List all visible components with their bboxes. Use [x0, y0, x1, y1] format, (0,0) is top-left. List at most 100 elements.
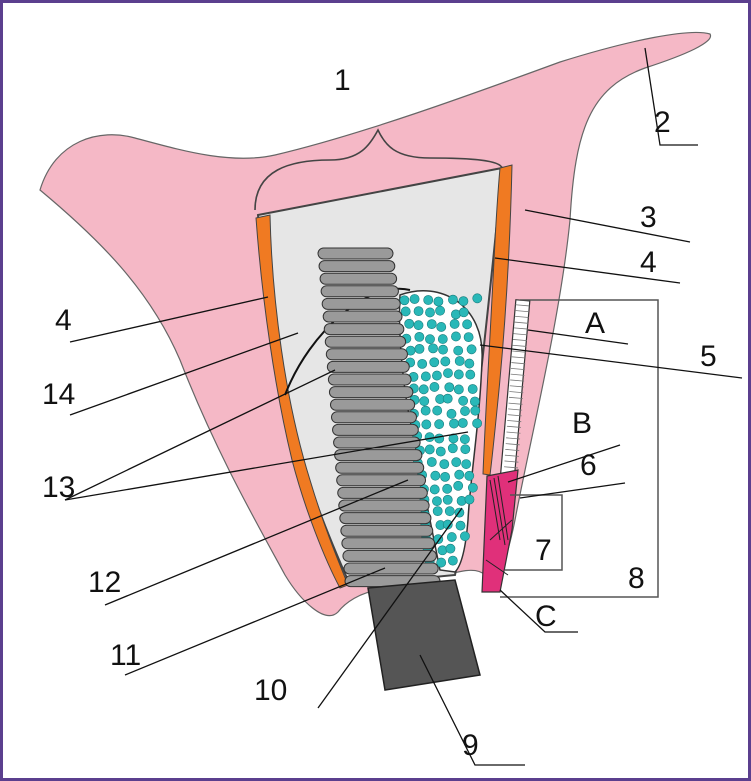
graft-particle: [460, 531, 470, 542]
label-14: 14: [42, 378, 75, 411]
pin-stripe: [508, 396, 523, 399]
label-A: A: [585, 307, 605, 340]
graft-particle: [457, 418, 468, 428]
pin-stripe: [509, 391, 524, 394]
implant-thread: [334, 449, 423, 462]
graft-particle: [445, 543, 456, 554]
pin-stripe: [514, 321, 529, 324]
graft-particle: [463, 332, 474, 343]
graft-particle: [458, 395, 469, 406]
graft-particle: [444, 506, 455, 517]
label-10: 10: [254, 674, 287, 707]
graft-particle: [458, 296, 469, 307]
implant-thread: [320, 285, 399, 298]
pin-stripe: [507, 420, 522, 423]
graft-particle: [453, 480, 464, 491]
graft-particle: [438, 344, 448, 355]
graft-particle: [404, 318, 415, 329]
label-4-left: 4: [55, 304, 72, 337]
graft-particle: [458, 307, 469, 318]
graft-particle: [432, 496, 442, 507]
graft-particle: [455, 520, 466, 531]
graft-particle: [454, 469, 465, 480]
graft-particle: [448, 294, 458, 305]
graft-particle: [466, 344, 477, 355]
pin-stripe: [514, 310, 530, 313]
leader-lines: [64, 47, 743, 766]
label-4-right: 4: [640, 246, 657, 279]
implant-thread: [325, 348, 408, 361]
implant-thread: [326, 360, 410, 373]
graft-particle: [444, 382, 455, 393]
implant-thread: [329, 398, 416, 411]
graft-particle: [400, 306, 411, 317]
graft-particle: [429, 382, 440, 392]
graft-particle: [430, 470, 441, 481]
graft-particle: [432, 405, 443, 416]
graft-particle: [449, 418, 459, 429]
pin-stripe: [511, 362, 526, 365]
label-13: 13: [42, 471, 75, 504]
implant-thread: [338, 499, 430, 512]
graft-particle: [426, 457, 437, 467]
implant-thread: [318, 260, 396, 273]
graft-particle: [470, 405, 481, 416]
graft-particle: [424, 432, 435, 443]
implant-thread: [324, 335, 407, 348]
label-1: 1: [334, 64, 351, 97]
pin-stripe: [513, 333, 528, 336]
implant-thread: [335, 461, 425, 474]
label-11: 11: [110, 639, 141, 672]
implant-thread: [332, 423, 419, 436]
graft-particle: [442, 393, 453, 404]
implant-thread: [322, 310, 403, 323]
graft-particle: [440, 471, 450, 482]
graft-particle: [461, 459, 472, 469]
label-B: B: [572, 407, 592, 440]
graft-particle: [420, 371, 431, 382]
bracket-8: [500, 299, 659, 598]
graft-particle: [434, 433, 445, 444]
graft-particle: [442, 519, 453, 530]
implant-thread: [336, 474, 427, 487]
abutment: [367, 579, 481, 691]
graft-particle: [453, 369, 464, 380]
graft-particle: [414, 343, 425, 354]
graft-particle: [420, 405, 431, 416]
pin-stripe: [515, 304, 530, 307]
graft-particle: [432, 506, 443, 517]
graft-particle: [433, 296, 444, 307]
label-7: 7: [535, 534, 552, 567]
implant-thread: [341, 537, 436, 550]
graft-particle: [409, 294, 420, 304]
graft-particle: [418, 384, 429, 395]
graft-particle: [425, 334, 435, 345]
implant-thread: [340, 524, 434, 537]
graft-particle: [453, 384, 464, 395]
pin-stripe: [505, 448, 520, 451]
graft-particle: [446, 408, 457, 419]
implant-thread: [327, 373, 412, 386]
graft-particle: [435, 446, 446, 457]
graft-particle: [470, 396, 480, 407]
graft-particle: [429, 484, 440, 495]
graft-particle: [464, 470, 475, 481]
implant-thread: [321, 297, 401, 310]
pin-stripe: [513, 327, 528, 330]
pin-stripe: [508, 408, 523, 411]
marker-internal-lines: [485, 475, 513, 576]
graft-particle: [419, 396, 430, 407]
pin-stripe: [514, 315, 529, 318]
implant-thread: [317, 247, 394, 260]
graft-particle: [459, 434, 470, 445]
pin-stripe: [506, 437, 521, 440]
label-12: 12: [88, 566, 121, 599]
pin-stripe: [507, 414, 522, 417]
graft-particle: [429, 357, 440, 368]
graft-particle: [447, 555, 458, 566]
label-6: 6: [580, 449, 597, 482]
graft-particle: [464, 494, 475, 505]
implant-thread: [328, 386, 414, 399]
graft-particle: [440, 356, 451, 367]
